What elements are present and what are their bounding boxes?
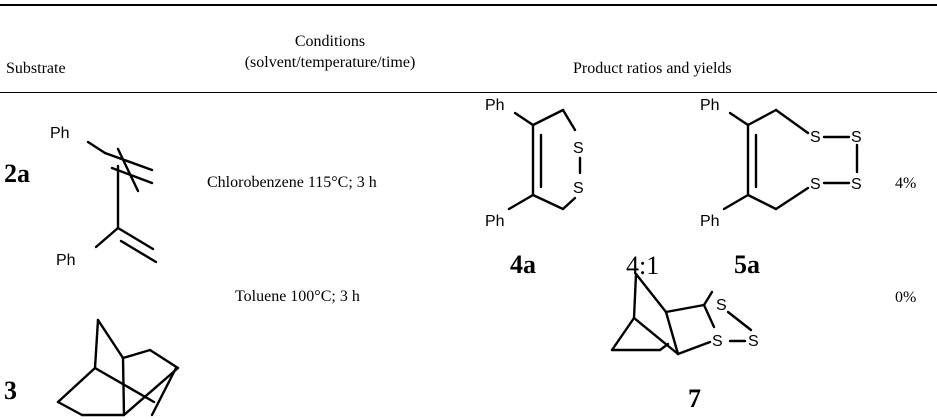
product-label-5a: 5a [734,250,760,279]
header-rule [0,92,937,93]
norbornene-structure [56,318,180,417]
header-substrate: Substrate [6,60,66,77]
ph-label-top: Ph [50,125,70,142]
ph-label-4a-top: Ph [485,97,505,114]
header-products: Product ratios and yields [573,60,732,77]
row1-substrate-label: 2a [4,159,30,188]
ph-label-5a-bottom: Ph [700,213,720,230]
s-label-5a-2: S [851,129,862,146]
diphenylbutadiene-structure: Ph Ph [50,125,158,269]
trithiolane-structure-7: S S S [610,272,759,356]
s-label-7-2: S [712,333,723,350]
header-conditions-line2: (solvent/temperature/time) [244,54,416,71]
row1-conditions: Chlorobenzene 115°C; 3 h [207,174,377,191]
ph-label-5a-top: Ph [700,97,720,114]
header-conditions-line1: Conditions [294,33,366,50]
row1-yield: 4% [895,175,917,192]
s-label-5a-1: S [810,129,821,146]
ph-label-4a-bottom: Ph [485,213,505,230]
row2-substrate-label: 3 [4,376,17,405]
row2-conditions: Toluene 100°C; 3 h [235,288,360,305]
s-label-5a-4: S [810,176,821,193]
s-label-5a-3: S [851,176,862,193]
s-label-4a-2: S [573,180,584,197]
row2-yield: 0% [895,289,917,306]
tetrathiepine-structure-5a: Ph S S S S Ph [700,97,862,230]
product-label-7: 7 [688,384,701,413]
s-label-4a-1: S [573,140,584,157]
dithiin-structure-4a: Ph S S Ph [485,97,584,230]
top-rule [0,4,937,6]
s-label-7-1: S [716,297,727,314]
s-label-7-3: S [748,333,759,350]
ph-label-bottom: Ph [56,252,76,269]
product-ratio: 4:1 [626,251,660,280]
product-label-4a: 4a [510,250,536,279]
